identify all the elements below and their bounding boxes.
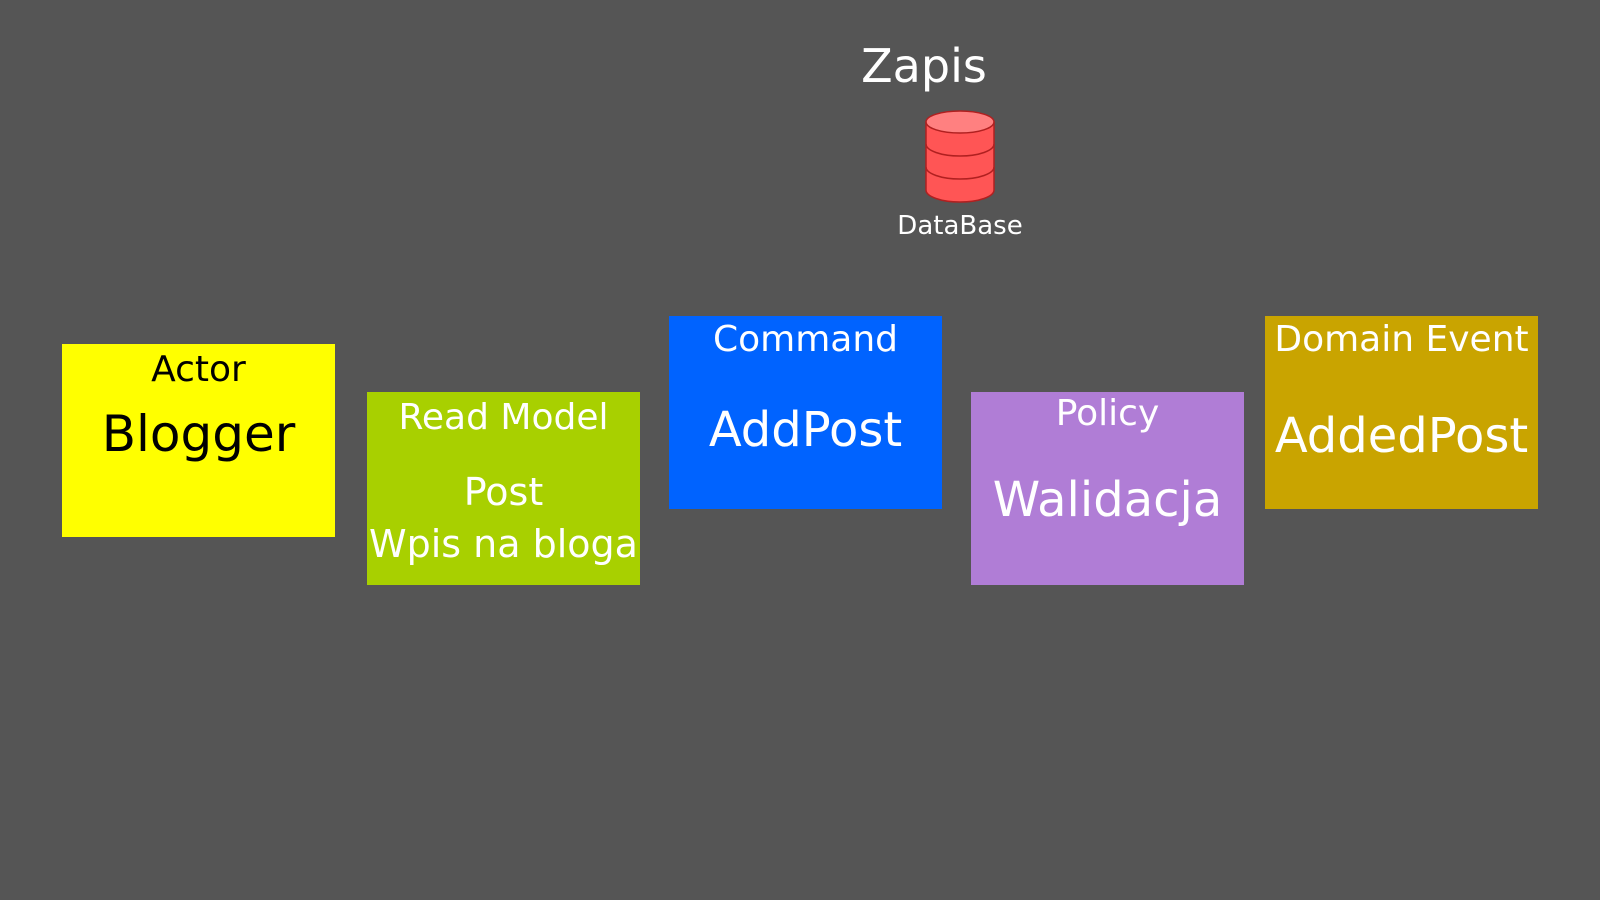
read-model-card: Read Model Post Wpis na bloga bbox=[367, 392, 640, 585]
policy-name: Walidacja bbox=[992, 472, 1223, 528]
domain-event-name: AddedPost bbox=[1274, 408, 1529, 464]
actor-type-label: Actor bbox=[151, 349, 246, 390]
actor-card: Actor Blogger bbox=[62, 344, 335, 537]
command-name: AddPost bbox=[708, 402, 903, 458]
read-model-type-label: Read Model bbox=[398, 397, 609, 438]
domain-event-card: Domain Event AddedPost bbox=[1265, 316, 1538, 509]
database-label: DataBase bbox=[897, 211, 1023, 241]
policy-card: Policy Walidacja bbox=[971, 392, 1244, 585]
database-node: DataBase bbox=[890, 110, 1030, 250]
database-icon bbox=[925, 110, 995, 203]
policy-type-label: Policy bbox=[1055, 393, 1160, 434]
page-title: Zapis bbox=[861, 39, 987, 93]
actor-name: Blogger bbox=[101, 405, 296, 463]
command-type-label: Command bbox=[712, 319, 899, 360]
read-model-description: Wpis na bloga bbox=[369, 522, 638, 566]
domain-event-type-label: Domain Event bbox=[1274, 319, 1529, 360]
read-model-name: Post bbox=[463, 470, 544, 514]
command-card: Command AddPost bbox=[669, 316, 942, 509]
